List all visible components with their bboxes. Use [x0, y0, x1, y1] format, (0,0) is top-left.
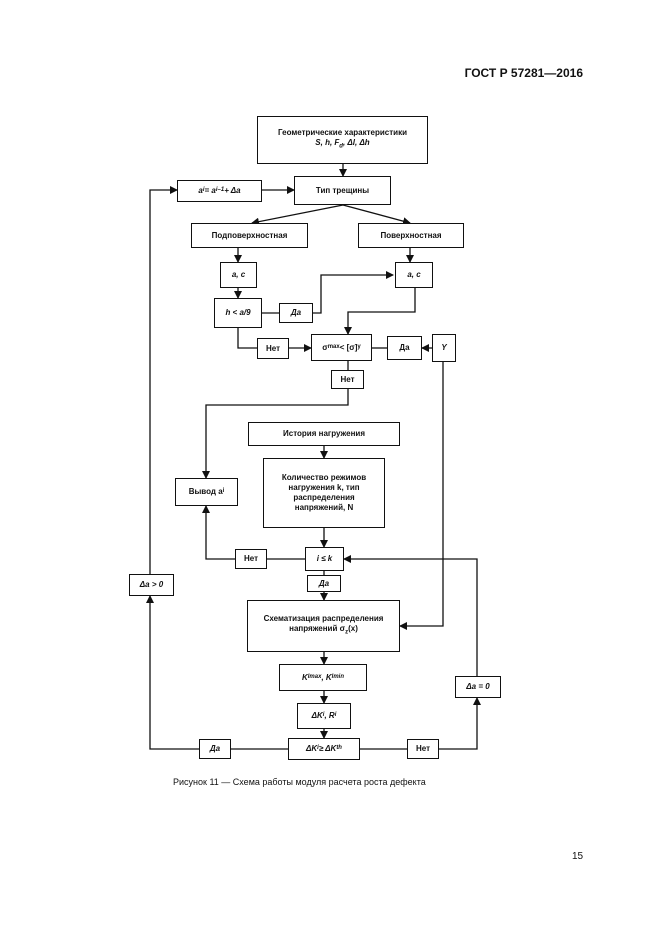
dk-r-sub1: i: [322, 712, 325, 719]
arrow-y-to-schem: [399, 362, 444, 630]
sigma-sup: max: [327, 343, 340, 350]
update-a-a: a: [198, 186, 203, 195]
arrow-ac-right-to-sigma: [344, 288, 416, 335]
condition-h-box: h < a/9: [214, 298, 262, 328]
dk-cond-a: ΔK: [306, 744, 318, 753]
schematization-box: Схематизация распределения напряжений σz…: [247, 600, 400, 652]
da-positive-box: Δa > 0: [129, 574, 174, 596]
update-a-sub: i: [202, 187, 205, 194]
dk-r-a: ΔK: [311, 711, 323, 720]
load-history-box: История нагружения: [248, 422, 400, 446]
modes-box: Количество режимов нагружения k, тип рас…: [263, 458, 385, 528]
arrow-da-to-update: [149, 186, 178, 574]
k1-sub: I: [307, 673, 310, 680]
geometry-line2: S, h, Fd, Δl, Δh: [315, 138, 369, 151]
crack-type-box: Тип трещины: [294, 176, 391, 205]
arrow-no-bottom-to-dazero: [439, 697, 481, 750]
schematization-line2-a: напряжений σ: [289, 624, 346, 634]
no-sigma-box: Нет: [257, 338, 289, 359]
yes-h-box: Да: [279, 303, 313, 323]
schematization-sub: z: [345, 630, 349, 637]
k1: K: [301, 672, 308, 682]
output-a-text: Вывод a: [188, 487, 223, 496]
schematization-line2-b: (x): [348, 624, 358, 634]
dk-r-sub2: i: [334, 712, 337, 719]
subsurface-box: Подповерхностная: [191, 223, 308, 248]
sigma-symbol: σ: [322, 342, 328, 352]
dk-r-b: , R: [324, 711, 335, 720]
update-a-eq: = a: [204, 186, 216, 195]
no-bottom-box: Нет: [407, 739, 439, 759]
arrow-no-to-output-up: [202, 505, 235, 560]
update-a-plus: + Δa: [224, 186, 241, 195]
geometry-line1: Геометрические характеристики: [278, 128, 407, 138]
arrow-dazero-to-i: [343, 555, 478, 676]
y-box: Y: [432, 334, 456, 362]
output-a-sub: i: [222, 488, 225, 495]
yes-loop-box: Да: [307, 575, 341, 592]
geometry-line2-a: S, h, F: [315, 138, 340, 148]
k1-sup: max: [309, 673, 322, 680]
dk-cond-sub1: i: [317, 745, 319, 752]
geometry-sub: d: [339, 144, 343, 151]
schematization-line1: Схематизация распределения: [263, 614, 384, 624]
yes-bottom-box: Да: [199, 739, 231, 759]
arrow-yes-to-ac-right: [313, 271, 394, 314]
arrow-cond-to-no: [237, 328, 257, 349]
da-zero-box: Δa = 0: [455, 676, 501, 698]
geometry-line2-b: , Δl, Δh: [342, 138, 370, 148]
arrow-no-to-output: [202, 389, 349, 479]
yes-sigma-box: Да: [387, 336, 422, 360]
update-a-sub2: i–1: [215, 187, 225, 194]
arrow-yes-bottom-to-da: [146, 595, 199, 750]
ac-right-box: a, c: [395, 262, 433, 288]
arrow-type-to-surface: [342, 204, 411, 226]
surface-box: Поверхностная: [358, 223, 464, 248]
dk-cond-b: ≥ ΔK: [318, 744, 337, 753]
no-below-sigma-box: Нет: [331, 370, 364, 389]
no-loop-box: Нет: [235, 549, 267, 569]
k2: , K: [321, 672, 332, 682]
dk-cond-sub2: th: [336, 745, 342, 752]
ac-left-box: a, c: [220, 262, 257, 288]
sigma-sub: y: [357, 343, 361, 350]
document-header: ГОСТ Р 57281—2016: [464, 66, 583, 80]
sigma-rest: < [σ]: [339, 342, 358, 352]
figure-caption: Рисунок 11 — Схема работы модуля расчета…: [173, 777, 426, 787]
k2-sup: min: [333, 673, 345, 680]
page-number: 15: [572, 851, 584, 862]
schematization-line2: напряжений σz(x): [289, 624, 358, 637]
geometry-box: Геометрические характеристики S, h, Fd, …: [257, 116, 428, 164]
k2-sub: I: [331, 673, 334, 680]
arrow-type-to-subsurface: [251, 204, 344, 226]
i-le-k-box: i ≤ k: [305, 547, 344, 571]
